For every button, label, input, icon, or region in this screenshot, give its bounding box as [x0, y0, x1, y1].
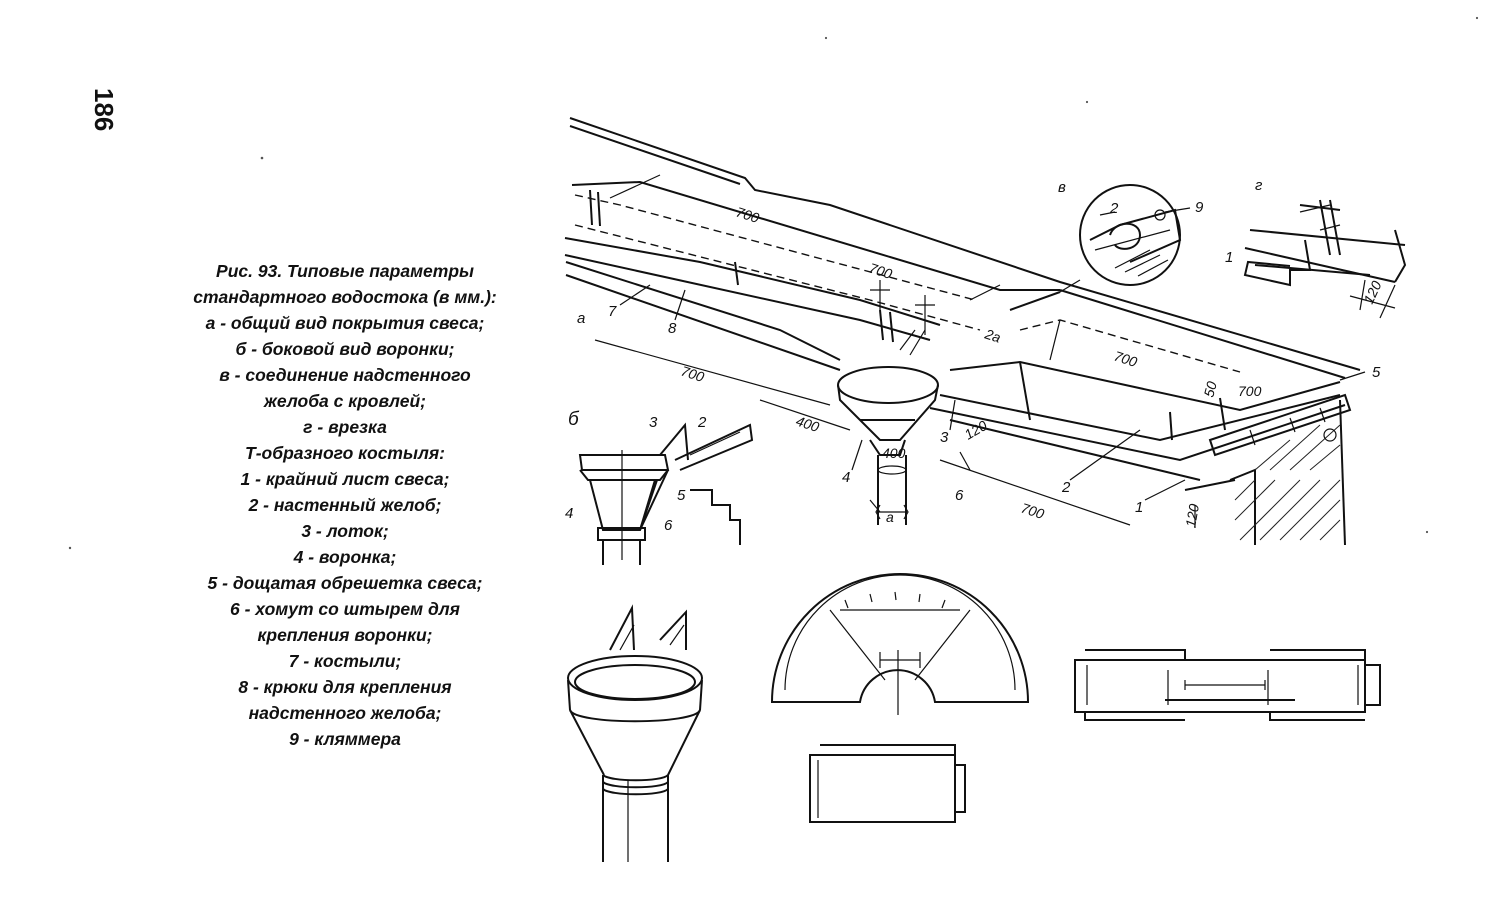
dimension-700-left-bottom: 700 [679, 363, 706, 386]
caption-line: в - соединение надстенного [219, 365, 471, 385]
caption-line: 8 - крюки для крепления [238, 677, 452, 697]
caption-line: Т-образного костыля: [245, 443, 445, 463]
caption-line: 6 - хомут со штырем для [230, 599, 460, 619]
dimension-700-mid: 700 [867, 260, 894, 283]
detail-b-part-4: 4 [565, 505, 573, 522]
dimension-700-bottom-right: 700 [1019, 500, 1046, 523]
side-view-b: б 3 2 4 5 6 [565, 409, 754, 565]
part-number-6: 6 [955, 487, 964, 504]
caption-line: 7 - костыли; [288, 651, 402, 671]
strip-blank-detail [1074, 649, 1381, 721]
part-number-8: 8 [668, 320, 677, 337]
detail-v-part-2: 2 [1109, 200, 1119, 217]
caption-line: крепления воронки; [257, 625, 433, 645]
detail-v-inset: в 2 9 [1058, 179, 1204, 293]
caption-line: 5 - дощатая обрешетка свеса; [207, 573, 483, 593]
caption-line: 2 - настенный желоб; [248, 495, 442, 515]
caption-line: а - общий вид покрытия свеса; [205, 313, 485, 333]
dimension-700-right-top: 700 [1112, 348, 1139, 371]
caption-line: б - боковой вид воронки; [235, 339, 455, 359]
part-number-3: 3 [940, 429, 949, 446]
detail-b-part-5: 5 [677, 487, 686, 504]
dimension-700-right-end: 700 [1238, 383, 1262, 399]
caption-line: 1 - крайний лист свеса; [240, 469, 450, 489]
scan-specks [68, 16, 1479, 550]
detail-b-part-2: 2 [697, 414, 707, 431]
dimension-120-eave: 120 [1182, 503, 1202, 529]
detail-b-part-6: 6 [664, 517, 673, 534]
rectangle-blank-detail [809, 744, 966, 823]
dimension-2a: 2а [982, 325, 1003, 345]
detail-g: г 1 120 [1225, 177, 1407, 319]
dimension-400-funnel: 400 [882, 445, 906, 461]
dimension-50: 50 [1200, 379, 1220, 398]
caption-line: 9 - кляммера [289, 729, 401, 749]
semicircle-blank-detail [770, 573, 1030, 715]
caption-line: стандартного водостока (в мм.): [193, 287, 497, 307]
part-number-1: 1 [1135, 499, 1143, 516]
detail-v-part-9: 9 [1195, 199, 1204, 216]
caption-line: г - врезка [303, 417, 387, 437]
main-isometric-view: а 7 8 700 700 700 400 2а 700 700 50 120 … [564, 117, 1381, 546]
dimension-120-g: 120 [1360, 278, 1384, 306]
dimension-700-top: 700 [734, 204, 761, 227]
view-label-g: г [1255, 177, 1263, 194]
view-label-a: а [577, 310, 585, 327]
caption-line: 4 - воронка; [293, 547, 397, 567]
figure-caption: Рис. 93. Типовые параметры стандартного … [150, 258, 540, 752]
caption-line: желоба с кровлей; [264, 391, 426, 411]
funnel-detail [567, 604, 703, 862]
part-number-7: 7 [608, 303, 617, 320]
dimension-400-bottom: 400 [794, 413, 821, 436]
caption-line: Рис. 93. Типовые параметры [216, 261, 474, 281]
part-number-2: 2 [1061, 479, 1071, 496]
detail-g-part-1: 1 [1225, 249, 1233, 266]
view-label-b: б [568, 409, 580, 430]
part-number-5: 5 [1372, 364, 1381, 381]
caption-line: надстенного желоба; [248, 703, 442, 723]
detail-b-part-3: 3 [649, 414, 658, 431]
dimension-120-roof: 120 [962, 417, 990, 443]
dimension-a: а [886, 509, 894, 525]
part-number-4: 4 [842, 469, 850, 486]
caption-line: 3 - лоток; [301, 521, 389, 541]
view-label-v: в [1058, 179, 1066, 196]
